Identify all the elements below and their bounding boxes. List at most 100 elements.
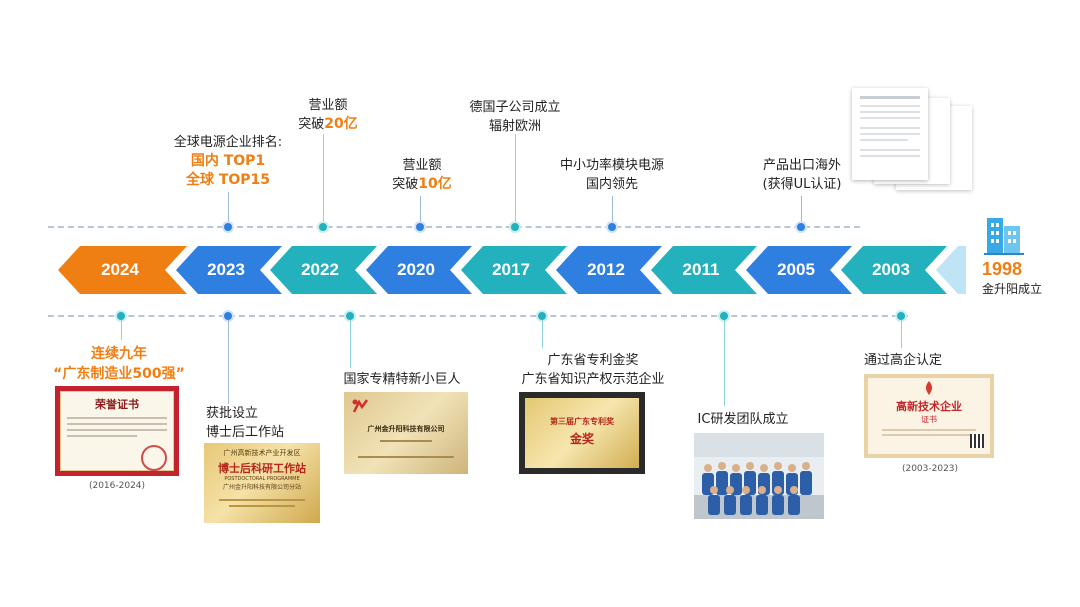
building-icon — [984, 218, 1024, 255]
patent-gold-award-plaque: 第三届广东专利奖 金奖 — [519, 392, 645, 474]
event-2023-bottom-line1: 获批设立 — [206, 406, 259, 421]
founding-year: 1998 — [982, 259, 1023, 279]
event-2020-line2a: 突破 — [392, 177, 419, 192]
chevron-tail — [936, 246, 966, 294]
little-giant-logo-icon — [352, 399, 369, 413]
timeline-dot-2005 — [795, 221, 807, 233]
year-2022: 2022 — [301, 260, 339, 279]
postdoc-plaque-en: POSTDOCTORAL PROGRAMME — [224, 476, 300, 482]
event-2022-bottom-label: 国家专精特新小巨人 — [343, 370, 460, 389]
event-2005-line2: (获得UL认证) — [762, 177, 842, 192]
event-2012-line1: 中小功率模块电源 — [559, 158, 665, 173]
bottom-stem-2023 — [228, 320, 229, 404]
event-2017-bottom-line1: 广东省专利金奖 — [547, 353, 639, 368]
stem-2017 — [515, 134, 516, 226]
event-2020-line1: 营业额 — [402, 158, 442, 173]
stem-2023 — [228, 192, 229, 226]
event-2020-label: 营业额 突破10亿 — [392, 156, 452, 194]
event-2023-line2: 国内 TOP1 — [190, 153, 266, 169]
chevron-2011 — [651, 246, 757, 294]
honor-certificate-title: 荣誉证书 — [95, 398, 139, 411]
event-2012-label: 中小功率模块电源 国内领先 — [560, 156, 664, 194]
founding-text: 金升阳成立 — [982, 282, 1043, 296]
event-2017-bottom-line2: 广东省知识产权示范企业 — [521, 372, 665, 387]
patent-plaque-main: 金奖 — [569, 432, 594, 446]
event-2023-line1: 全球电源企业排名: — [173, 135, 283, 150]
timeline-chevron-band — [58, 246, 966, 294]
event-2005-label: 产品出口海外 (获得UL认证) — [763, 156, 842, 194]
event-2023-bottom-line2: 博士后工作站 — [206, 425, 285, 440]
bottom-timeline-line — [48, 315, 908, 317]
timeline-dot-2022 — [317, 221, 329, 233]
event-2022-bottom-line1: 国家专精特新小巨人 — [343, 372, 461, 387]
chevron-2022 — [270, 246, 377, 294]
event-2003-bottom-line1: 通过高企认定 — [863, 353, 943, 368]
high-tech-cert-sub: 证书 — [921, 415, 937, 424]
event-2011-bottom-label: IC研发团队成立 — [698, 410, 789, 429]
bottom-stem-2022 — [350, 320, 351, 368]
year-2017: 2017 — [492, 260, 530, 279]
little-giant-company: 广州金升阳科技有限公司 — [367, 425, 445, 433]
high-tech-certificate: 高新技术企业 证书 — [864, 374, 994, 458]
timeline-dot-2017 — [509, 221, 521, 233]
chevron-2017 — [461, 246, 567, 294]
patent-plaque-line: 第三届广东专利奖 — [550, 417, 614, 426]
event-2017-line1: 德国子公司成立 — [469, 100, 561, 115]
year-2005: 2005 — [777, 260, 815, 279]
bottom-stem-2017 — [542, 320, 543, 348]
year-2012: 2012 — [587, 260, 625, 279]
timeline-dot-2012 — [606, 221, 618, 233]
event-2023-label: 全球电源企业排名: 国内 TOP1 全球 TOP15 — [174, 133, 282, 190]
stem-2012 — [612, 196, 613, 226]
event-2017-label: 德国子公司成立 辐射欧洲 — [469, 98, 560, 136]
chevron-2003 — [841, 246, 947, 294]
chevron-2012 — [556, 246, 662, 294]
event-2020-line2b: 10亿 — [418, 176, 452, 192]
bottom-stem-2003 — [901, 320, 902, 348]
event-2012-line2: 国内领先 — [585, 177, 639, 192]
year-2003: 2003 — [872, 260, 910, 279]
postdoc-plaque-top: 广州高新技术产业开发区 — [223, 449, 301, 457]
postdoc-workstation-plaque: 广州高新技术产业开发区 博士后科研工作站 POSTDOCTORAL PROGRA… — [204, 443, 320, 523]
event-2017-line2: 辐射欧洲 — [488, 119, 542, 134]
high-tech-cert-title: 高新技术企业 — [896, 400, 962, 413]
chevron-2023 — [176, 246, 282, 294]
event-2017-bottom-label: 广东省专利金奖 广东省知识产权示范企业 — [521, 351, 664, 389]
chevron-2024 — [58, 246, 187, 294]
stem-2020 — [420, 196, 421, 226]
top-timeline-line — [48, 226, 860, 228]
year-2023: 2023 — [207, 260, 245, 279]
chevron-2005 — [746, 246, 852, 294]
timeline-dot-2023 — [222, 221, 234, 233]
bottom-stem-2011 — [724, 320, 725, 406]
ul-certificate-documents — [850, 88, 975, 193]
chevron-2020 — [366, 246, 472, 294]
postdoc-plaque-sub: 广州金升阳科技有限公司分站 — [222, 484, 301, 491]
event-2024-line2: “广东制造业500强” — [53, 366, 185, 382]
little-giant-plaque: 广州金升阳科技有限公司 — [344, 392, 468, 474]
event-2022-line1: 营业额 — [308, 98, 348, 113]
flame-emblem-icon — [925, 381, 933, 395]
event-2024-line1: 连续九年 — [90, 346, 147, 362]
honor-certificate-2024: 荣誉证书 — [55, 386, 179, 476]
event-2024-label: 连续九年 “广东制造业500强” — [53, 344, 185, 384]
postdoc-plaque-main: 博士后科研工作站 — [218, 462, 306, 475]
event-2022-label: 营业额 突破20亿 — [298, 96, 358, 134]
bottom-stem-2024 — [121, 320, 122, 340]
year-2024: 2024 — [101, 260, 139, 279]
event-2023-bottom-label: 获批设立 博士后工作站 — [206, 404, 284, 442]
year-2020: 2020 — [397, 260, 435, 279]
stem-2005 — [801, 196, 802, 226]
event-2022-line2b: 20亿 — [324, 116, 358, 132]
event-2011-bottom-line1: IC研发团队成立 — [697, 412, 789, 427]
event-2005-line1: 产品出口海外 — [762, 158, 841, 173]
event-2003-bottom-label: 通过高企认定 — [864, 351, 942, 370]
event-2023-line3: 全球 TOP15 — [185, 172, 271, 188]
event-2024-caption: (2016-2024) — [88, 481, 146, 491]
timeline-dot-2020 — [414, 221, 426, 233]
ic-team-photo — [694, 433, 824, 519]
event-2003-caption: (2003-2023) — [901, 464, 959, 474]
year-2011: 2011 — [682, 260, 720, 279]
stem-2022 — [323, 134, 324, 226]
event-2022-line2a: 突破 — [298, 117, 325, 132]
